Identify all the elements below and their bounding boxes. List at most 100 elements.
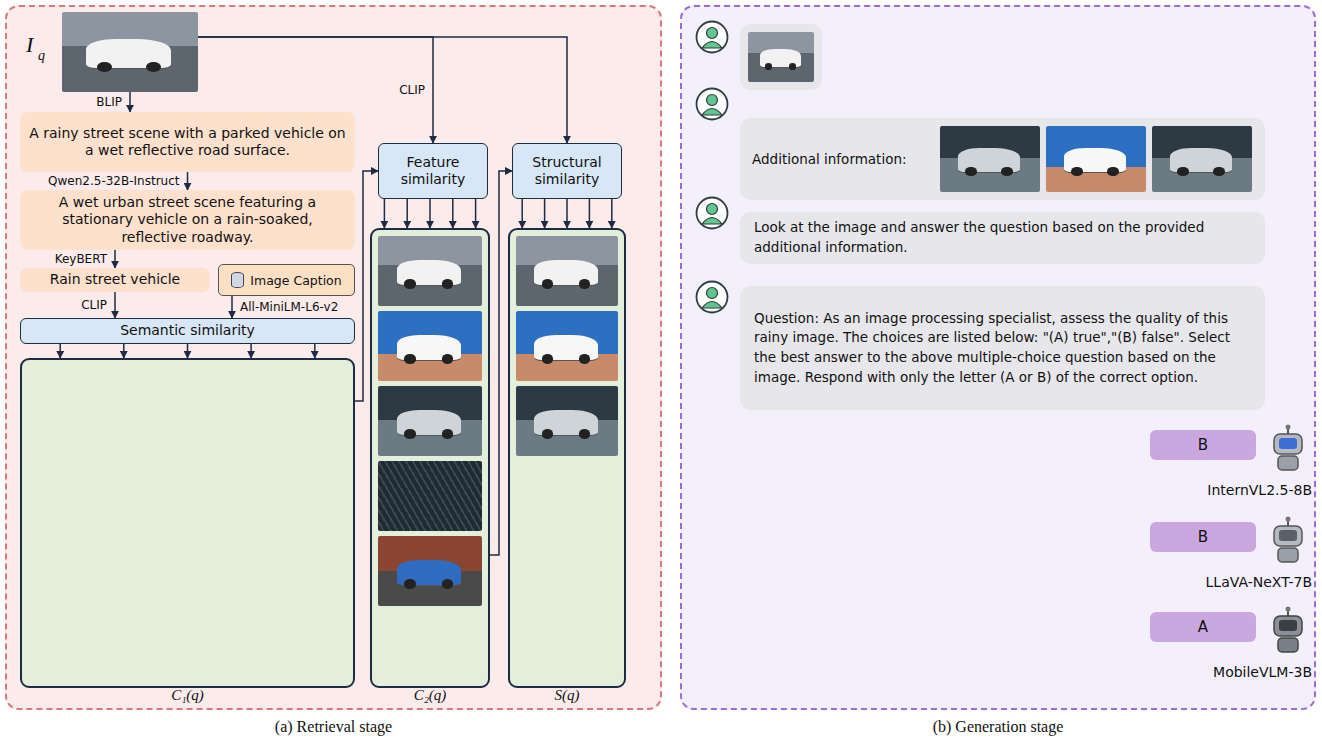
box-label: A rainy street scene with a parked vehic… [28, 125, 347, 160]
robot-icon [1268, 606, 1308, 656]
model-name: InternVL2.5-8B [1207, 482, 1312, 498]
bubble-text: Additional information: [752, 151, 907, 167]
photo-tile [516, 236, 618, 306]
box-label: Feature similarity [385, 154, 481, 189]
connector-line [114, 250, 116, 268]
connector-line [314, 344, 316, 358]
box-label: Structural similarity [519, 154, 615, 189]
connector [522, 199, 612, 228]
chat-bubble: Question: As an image processing special… [740, 286, 1265, 410]
caption-box: A rainy street scene with a parked vehic… [20, 112, 355, 172]
wheel [1071, 167, 1082, 176]
wheel [1177, 167, 1188, 176]
wheel [1107, 167, 1118, 176]
connector-line [544, 199, 546, 228]
query-image: Iq [62, 12, 198, 92]
connector-line [429, 199, 431, 228]
user-avatar [695, 196, 729, 230]
wheel [404, 354, 416, 363]
connector [115, 292, 116, 318]
wheel [542, 279, 553, 288]
edge-label: All-MiniLM-L6-v2 [238, 300, 340, 314]
connector-line [452, 199, 454, 228]
car-shape [958, 148, 1020, 172]
connector [60, 344, 315, 358]
connector-line [250, 344, 252, 358]
car-shape [397, 260, 461, 285]
wheel [442, 579, 454, 588]
car-shape [86, 39, 170, 68]
car-shape [1170, 148, 1232, 172]
connector-line [384, 199, 386, 228]
box-label: Image Caption [250, 273, 341, 288]
photo-tile [378, 311, 482, 381]
chat-bubble: Additional information: [740, 118, 1265, 200]
candidate-grid: C₁(q) [20, 358, 355, 688]
wheel [579, 354, 590, 363]
wheel [404, 429, 416, 438]
photo-tile [748, 32, 814, 82]
photo-tile [516, 386, 618, 456]
box-label: Semantic similarity [120, 322, 255, 340]
photo-tile [940, 126, 1040, 192]
connector [384, 199, 475, 228]
box-label: A wet urban street scene featuring a sta… [28, 194, 347, 247]
wheel [542, 354, 553, 363]
process-box: Semantic similarity [20, 318, 355, 344]
model-name: MobileVLM-3B [1213, 664, 1312, 680]
wheel [442, 279, 454, 288]
car-shape [534, 260, 597, 285]
panel-caption: (a) Retrieval stage [5, 718, 662, 736]
process-box: Feature similarity [378, 143, 488, 199]
wheel [97, 62, 112, 72]
model-name: LLaVA-NeXT-7B [1206, 574, 1312, 590]
edge-label: CLIP [79, 298, 109, 312]
connector-line [59, 344, 61, 358]
connector [115, 250, 116, 268]
connector-line [406, 199, 408, 228]
wheel [442, 429, 454, 438]
stage-panel: (a) Retrieval stageIqA rainy street scen… [5, 5, 662, 710]
car-shape [397, 410, 461, 435]
keyword-box: Rain street vehicle [20, 268, 210, 292]
car-shape [534, 410, 597, 435]
wheel [404, 279, 416, 288]
wheel [1001, 167, 1012, 176]
connector-line [129, 92, 131, 112]
car-shape [397, 560, 461, 585]
photo-tile [1046, 126, 1146, 192]
database-icon [231, 272, 244, 288]
bubble-text: Question: As an image processing special… [754, 309, 1251, 387]
database-box: Image Caption [218, 264, 355, 296]
set-label: C₁(q) [22, 687, 353, 704]
answer-bubble: B [1150, 522, 1256, 552]
panel-caption: (b) Generation stage [680, 718, 1316, 736]
answer-bubble: A [1150, 612, 1256, 642]
connector [187, 172, 188, 190]
image-symbol: I [26, 32, 33, 58]
wheel [404, 579, 416, 588]
wheel [542, 429, 553, 438]
edge-label: BLIP [94, 95, 124, 109]
connector-line [475, 199, 477, 228]
connector-line [114, 292, 116, 318]
wheel [579, 429, 590, 438]
user-avatar [695, 20, 729, 54]
box-label: A [1198, 618, 1208, 636]
wheel [579, 279, 590, 288]
photo-tile [1152, 126, 1252, 192]
connector [130, 92, 131, 112]
bubble-text: Look at the image and answer the questio… [754, 218, 1251, 257]
connector-line [521, 199, 523, 228]
wheel [765, 63, 772, 69]
photo-tile [62, 12, 198, 92]
connector [232, 296, 233, 318]
photo-tile [378, 386, 482, 456]
robot-icon [1268, 424, 1308, 474]
image-subscript: q [38, 48, 45, 64]
connector-line [187, 344, 189, 358]
candidate-column: C₂(q) [370, 228, 490, 688]
process-box: Structural similarity [512, 143, 622, 199]
connector-line [187, 172, 189, 190]
caption-box: A wet urban street scene featuring a sta… [20, 190, 355, 250]
